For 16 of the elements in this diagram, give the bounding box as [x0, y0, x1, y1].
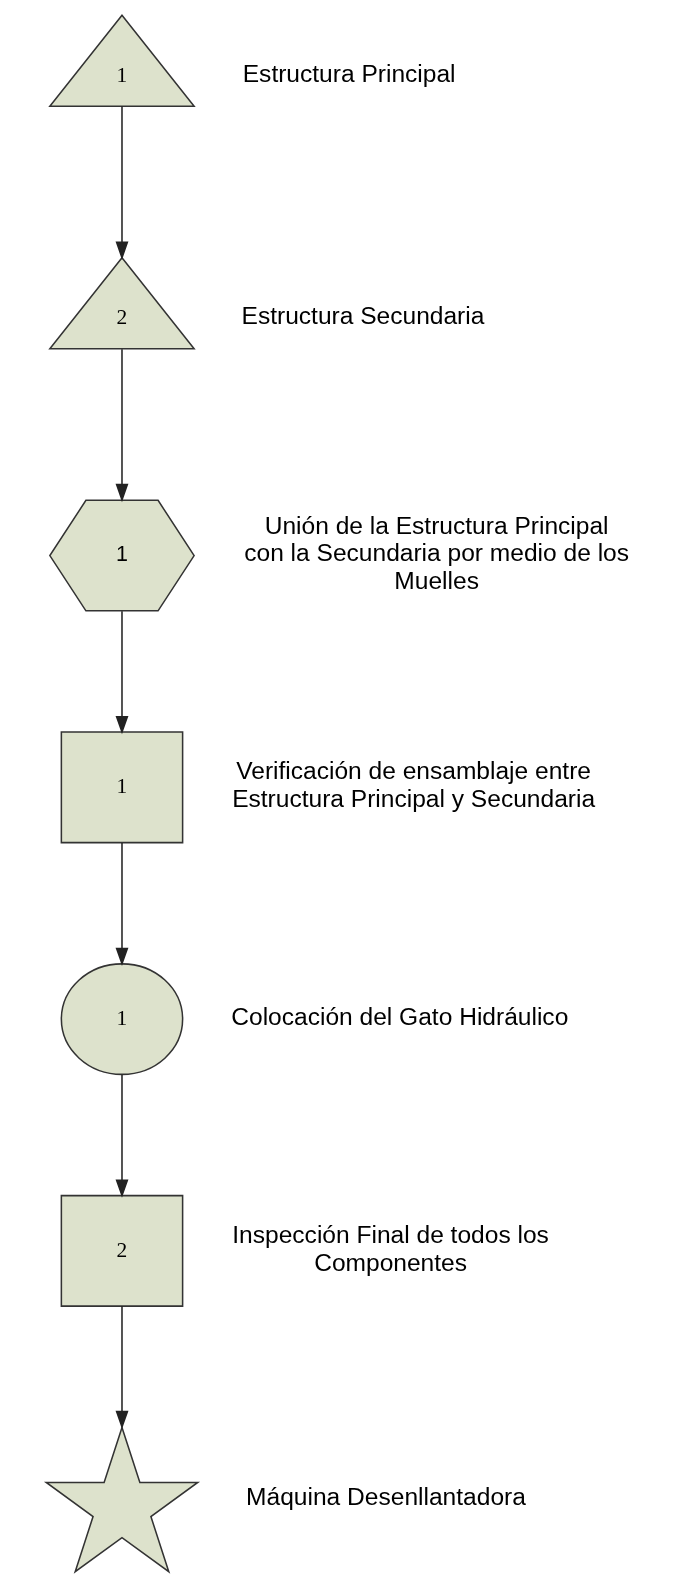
arrow [115, 842, 129, 967]
node-label: Estructura Principal [242, 59, 456, 87]
arrow [115, 1074, 129, 1198]
arrow [115, 1305, 129, 1430]
node-label: Verificación de ensamblaje entre Estructura Principal y Secundaria [232, 757, 596, 813]
arrow [115, 348, 129, 503]
arrow [115, 610, 129, 735]
node-box: 2 [60, 1194, 184, 1307]
node-circle: 1 [60, 963, 184, 1076]
node-box: 1 [60, 731, 184, 844]
node-label: Máquina Desenllantadora [246, 1483, 526, 1511]
node-label: Estructura Secundaria [241, 302, 485, 330]
node-label: Inspección Final de todos los Componentes [232, 1220, 549, 1276]
arrow [115, 105, 129, 261]
node-label: Colocación del Gato Hidráulico [231, 1002, 569, 1030]
node-label: Unión de la Estructura Principal con la Secundaria por medio de los Muelles [244, 511, 630, 595]
